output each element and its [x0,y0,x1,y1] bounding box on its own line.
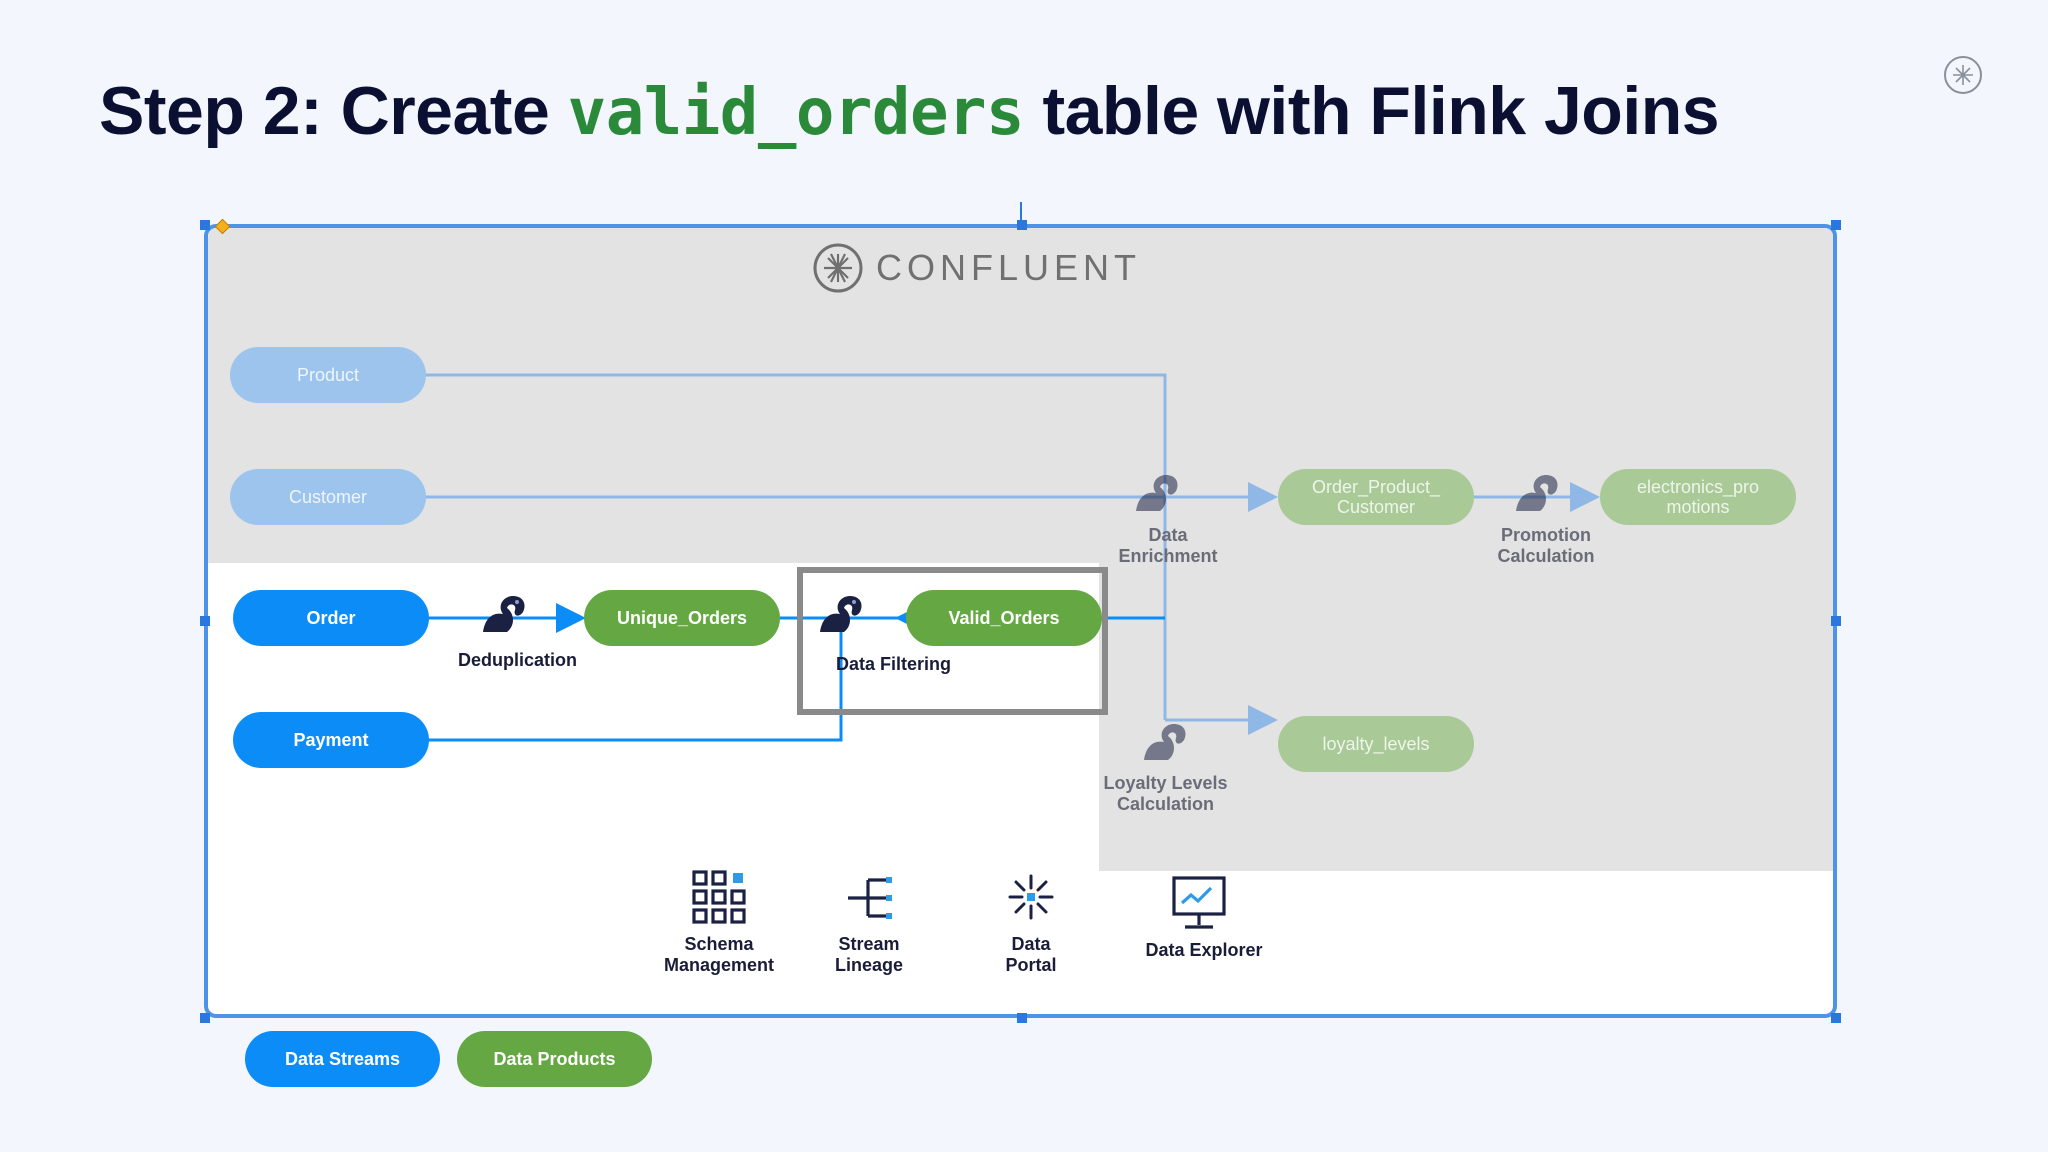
process-loyalty-l2: Calculation [1116,794,1214,814]
confluent-wordmark: CONFLUENT [876,247,1142,288]
tool-portal-l2: Portal [1005,955,1057,975]
topic-loyalty-levels[interactable]: loyalty_levels [1278,716,1474,772]
flink-squirrel-icon [483,596,525,632]
tool-data-explorer[interactable]: Data Explorer [1145,940,1263,960]
resize-handle-tl[interactable] [200,220,210,230]
resize-handle-bl[interactable] [200,1013,210,1023]
resize-handle-tr[interactable] [1831,220,1841,230]
flink-squirrel-icon [1516,475,1558,511]
rotate-handle[interactable] [1020,202,1022,220]
source-order[interactable]: Order [233,590,429,646]
confluent-brand-icon [813,243,863,293]
process-loyalty-l1: Loyalty Levels [1103,773,1228,793]
architecture-diagram[interactable]: CONFLUENT Product Customer Order Payment… [200,202,1841,1023]
topic-order-product-customer[interactable]: Order_Product_Customer [1278,469,1474,525]
data-portal-icon [1008,874,1054,920]
resize-handle-mr[interactable] [1831,616,1841,626]
connector-lines [425,373,1600,742]
confluent-brand: CONFLUENT [812,242,1141,294]
resize-handle-br[interactable] [1831,1013,1841,1023]
tool-schema-l2: Management [663,955,775,975]
resize-handle-bc[interactable] [1017,1013,1027,1023]
tool-schema-l1: Schema [684,934,754,954]
process-data-filtering: Data Filtering [836,654,952,674]
process-data-enrichment-l2: Enrichment [1118,546,1218,566]
topic-opc-line2: Customer [1336,497,1415,517]
resize-handle-ml[interactable] [200,616,210,626]
topic-opc-line1: Order_Product_ [1311,477,1441,497]
source-customer[interactable]: Customer [230,469,426,525]
source-payment[interactable]: Payment [233,712,429,768]
flink-squirrel-icon [1136,475,1178,511]
faded-region-right [1099,563,1833,871]
data-explorer-icon [1172,876,1226,929]
stream-lineage-icon [848,877,892,919]
topic-ep-line2: motions [1666,497,1730,517]
title-suffix: table with Flink Joins [1024,73,1720,149]
legend-data-products: Data Products [457,1031,652,1087]
tool-lineage-l2: Lineage [834,955,904,975]
tool-portal-l1: Data [1011,934,1051,954]
schema-management-icon [692,870,746,924]
confluent-logo-icon [1944,56,1982,94]
topic-ep-line1: electronics_pro [1636,477,1760,497]
source-product[interactable]: Product [230,347,426,403]
slide-title: Step 2: Create valid_orders table with F… [99,72,1720,150]
process-promotion-l2: Calculation [1497,546,1595,566]
topic-valid-orders[interactable]: Valid_Orders [906,590,1102,646]
topic-unique-orders[interactable]: Unique_Orders [584,590,780,646]
resize-handle-tc[interactable] [1017,220,1027,230]
flink-squirrel-icon [1144,724,1186,760]
faded-region-top [208,228,1833,563]
legend-data-streams: Data Streams [245,1031,440,1087]
process-data-enrichment-l1: Data [1148,525,1188,545]
title-prefix: Step 2: Create [99,73,568,149]
process-promotion-l1: Promotion [1501,525,1591,545]
title-code: valid_orders [567,76,1025,150]
flink-squirrel-icon [820,596,862,632]
tool-lineage-l1: Stream [838,934,900,954]
process-deduplication: Deduplication [457,650,577,670]
